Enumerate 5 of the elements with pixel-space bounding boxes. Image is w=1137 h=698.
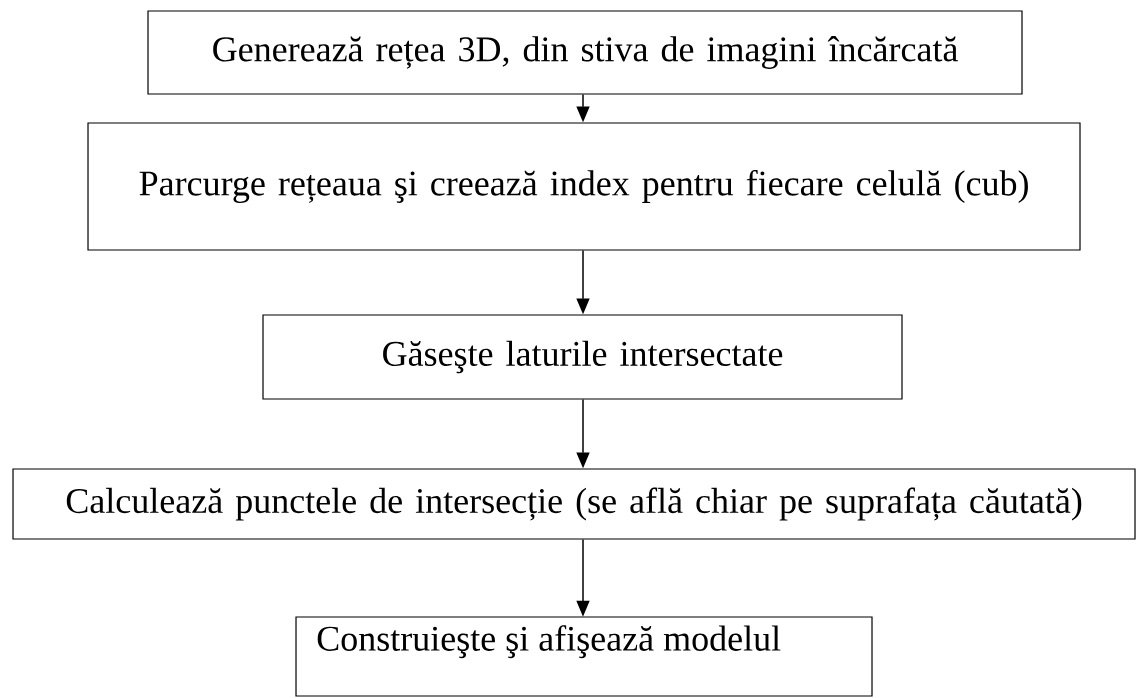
process-box: Construieşte şi afişează modelul <box>295 616 873 697</box>
process-box: Parcurge rețeaua şi creează index pentru fiecare celulă (cub) <box>87 122 1081 251</box>
process-box: Calculează punctele de intersecție (se află chiar pe suprafața căutată) <box>12 468 1136 540</box>
process-box: Găseşte laturile intersectate <box>262 314 903 400</box>
process-box: Generează rețea 3D, din stiva de imagini încărcată <box>147 10 1023 95</box>
